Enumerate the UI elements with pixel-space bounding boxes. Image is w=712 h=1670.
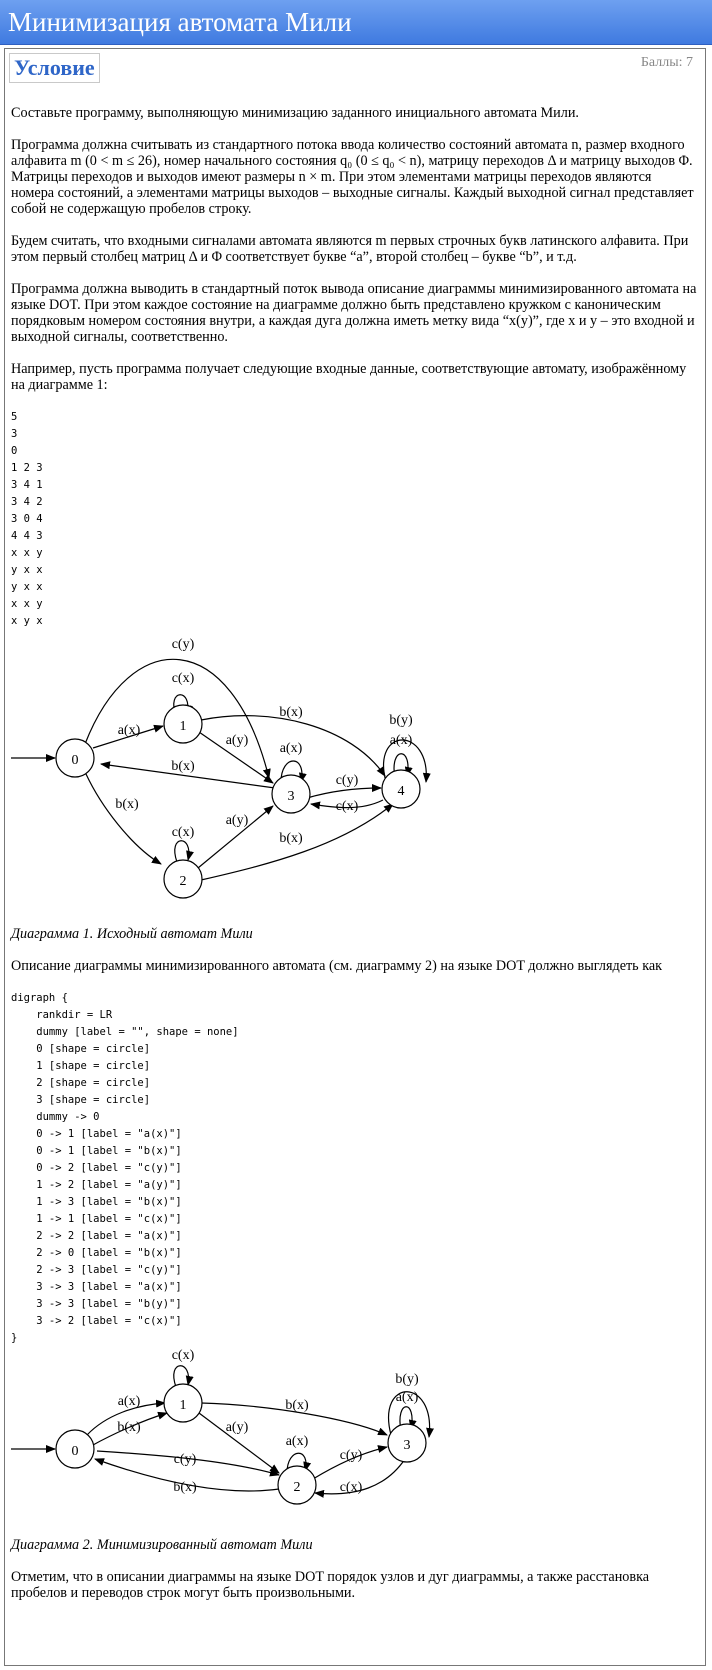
- d1-edge-label: c(y): [336, 773, 359, 788]
- d2-edge-label: b(x): [285, 1398, 309, 1413]
- d2-node-0: 0: [72, 1444, 79, 1459]
- d2-edge-label: a(x): [286, 1434, 309, 1449]
- paragraph-dot-intro: Описание диаграммы минимизированного авт…: [11, 958, 663, 974]
- diagram-2: 0 1 2 3 c(x) a(x) b(x) a(y) b(x) b(y) a(…: [11, 1348, 435, 1505]
- d1-edge-label: c(x): [172, 825, 195, 840]
- d2-node-3: 3: [404, 1438, 411, 1453]
- diagram-1-caption: Диаграмма 1. Исходный автомат Мили: [11, 926, 253, 942]
- d1-edge-label: a(y): [226, 733, 249, 748]
- d1-edge-label: a(x): [118, 723, 141, 738]
- d1-edge-label: a(x): [390, 733, 413, 748]
- d1-edge-label: a(y): [226, 813, 249, 828]
- d1-edge-label: b(x): [115, 797, 139, 812]
- d2-edge-label: b(x): [173, 1480, 197, 1495]
- d1-edge-label: c(x): [172, 671, 195, 686]
- problem-statement: Составьте программу, выполняющую минимиз…: [11, 105, 697, 1617]
- d1-node-4: 4: [398, 784, 405, 799]
- paragraph-example: Например, пусть программа получает следу…: [11, 361, 687, 393]
- input-example: 5 3 0 1 2 3 3 4 1 3 4 2 3 0 4 4 4 3 x x …: [11, 411, 43, 627]
- diagram-1: 0 1 2 3 4 c(y) c(x) a(x) b(x) a(y) a(x) …: [11, 637, 431, 899]
- problem-panel: Условие Баллы: 7 Составьте программу, вы…: [4, 48, 706, 1666]
- title-bar: Минимизация автомата Мили: [0, 0, 712, 45]
- diagram-2-caption: Диаграмма 2. Минимизированный автомат Ми…: [11, 1537, 313, 1553]
- d2-node-1: 1: [180, 1398, 187, 1413]
- d2-edge-label: a(x): [118, 1394, 141, 1409]
- paragraph-intro: Составьте программу, выполняющую минимиз…: [11, 105, 579, 121]
- d1-node-2: 2: [180, 874, 187, 889]
- section-title: Условие: [9, 53, 100, 83]
- paragraph-output-format: Программа должна выводить в стандартный …: [11, 281, 697, 345]
- d1-edge-label: c(x): [336, 799, 359, 814]
- d1-edge-label: b(x): [279, 705, 303, 720]
- paragraph-input-format: Программа должна считывать из стандартно…: [11, 137, 694, 217]
- page-title: Минимизация автомата Мили: [8, 7, 352, 37]
- d2-edge-label: c(x): [172, 1348, 195, 1363]
- d2-edge-label: b(y): [395, 1372, 419, 1387]
- d1-edge-label: b(x): [171, 759, 195, 774]
- d1-edge-label: c(y): [172, 637, 195, 652]
- d1-node-3: 3: [288, 789, 295, 804]
- d2-edge-label: b(x): [117, 1420, 141, 1435]
- paragraph-alphabet: Будем считать, что входными сигналами ав…: [11, 233, 689, 265]
- d1-edge-label: b(y): [389, 713, 413, 728]
- d2-edge-label: a(y): [226, 1420, 249, 1435]
- d2-edge-label: c(y): [340, 1448, 363, 1463]
- d2-edge-label: c(y): [174, 1452, 197, 1467]
- d2-node-2: 2: [294, 1480, 301, 1495]
- d2-edge-label: a(x): [396, 1390, 419, 1405]
- dot-output-example: digraph { rankdir = LR dummy [label = ""…: [11, 992, 239, 1344]
- paragraph-note: Отметим, что в описании диаграммы на язы…: [11, 1569, 650, 1601]
- score-label: Баллы: 7: [640, 55, 693, 70]
- d2-edge-label: c(x): [340, 1480, 363, 1495]
- d1-node-0: 0: [72, 753, 79, 768]
- d1-edge-label: b(x): [279, 831, 303, 846]
- d1-node-1: 1: [180, 719, 187, 734]
- d1-edge-label: a(x): [280, 741, 303, 756]
